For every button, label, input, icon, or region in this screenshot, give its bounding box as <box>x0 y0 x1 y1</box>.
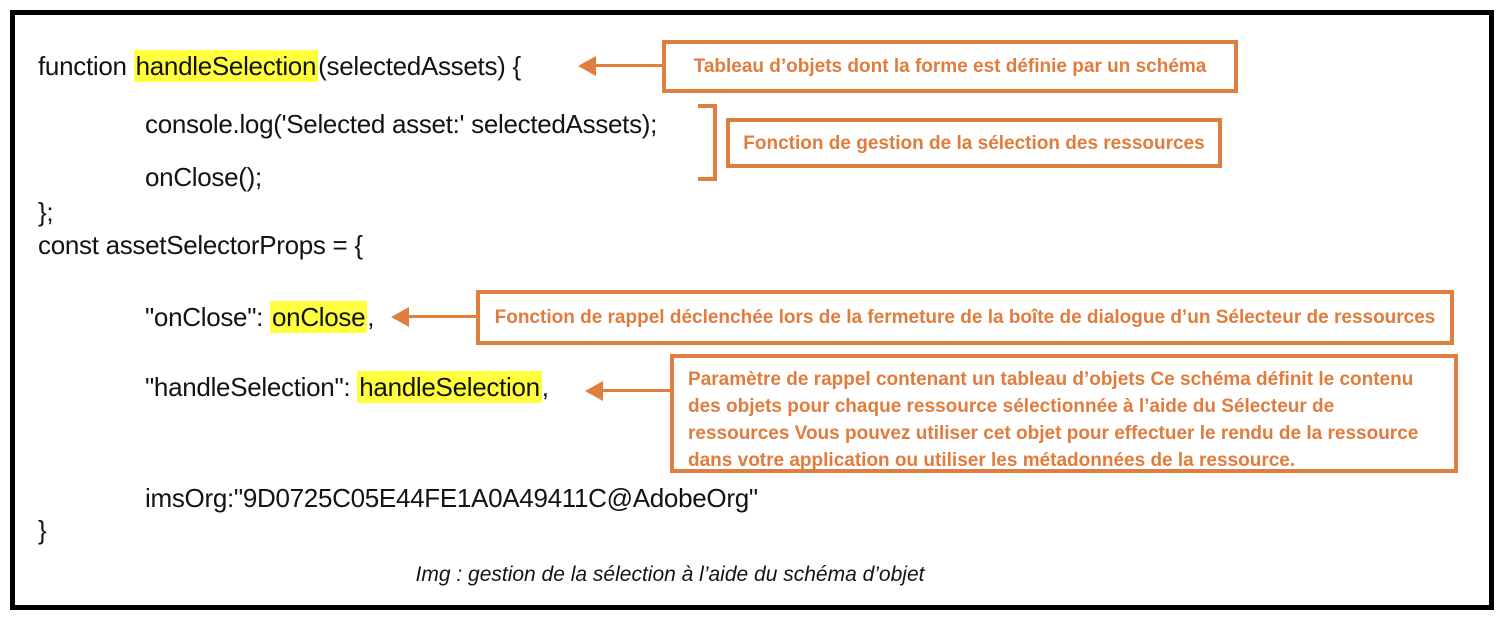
code-line-object-close: } <box>38 515 47 545</box>
code-text: (selectedAssets) { <box>318 51 521 81</box>
highlighted-handle-selection: handleSelection <box>133 50 319 82</box>
code-line-console-log: console.log('Selected asset:' selectedAs… <box>145 109 658 139</box>
code-line-onclose-call: onClose(); <box>145 162 262 192</box>
arrow-left-icon <box>391 307 409 327</box>
code-line-function-declaration: function handleSelection(selectedAssets)… <box>38 50 521 82</box>
code-text: , <box>367 302 375 332</box>
code-text: , <box>541 372 549 402</box>
arrow-line <box>599 389 670 392</box>
annotation-text: Tableau d’objets dont la forme est défin… <box>693 56 1207 77</box>
annotation-box-handleselection-param: Paramètre de rappel contenant un tableau… <box>670 354 1458 473</box>
bracket-icon <box>698 104 717 181</box>
code-line-imsorg: imsOrg:"9D0725C05E44FE1A0A49411C@AdobeOr… <box>145 483 758 513</box>
code-line-onclose-prop: "onClose": onClose, <box>145 301 375 333</box>
code-text: function <box>38 51 134 81</box>
code-text: "handleSelection": <box>145 372 358 402</box>
code-text: "onClose": <box>145 302 270 332</box>
code-line-const-declaration: const assetSelectorProps = { <box>38 230 363 260</box>
annotation-text: Fonction de gestion de la sélection des … <box>743 132 1205 154</box>
arrow-left-icon <box>585 381 603 401</box>
arrow-line <box>592 64 664 67</box>
figure-caption: Img : gestion de la sélection à l’aide d… <box>415 563 925 586</box>
annotation-box-schema-array: Tableau d’objets dont la forme est défin… <box>662 40 1238 93</box>
code-line-handleselection-prop: "handleSelection": handleSelection, <box>145 371 549 403</box>
annotation-text: Fonction de rappel déclenchée lors de la… <box>494 307 1436 328</box>
arrow-line <box>405 315 476 318</box>
annotation-text: Paramètre de rappel contenant un tableau… <box>688 369 1419 471</box>
annotation-box-selection-function: Fonction de gestion de la sélection des … <box>726 118 1222 168</box>
code-line-function-close: }; <box>38 197 54 227</box>
annotation-box-onclose-callback: Fonction de rappel déclenchée lors de la… <box>476 290 1454 345</box>
highlighted-handleselection-value: handleSelection <box>357 371 542 403</box>
arrow-left-icon <box>578 56 596 76</box>
highlighted-onclose: onClose <box>270 301 368 333</box>
